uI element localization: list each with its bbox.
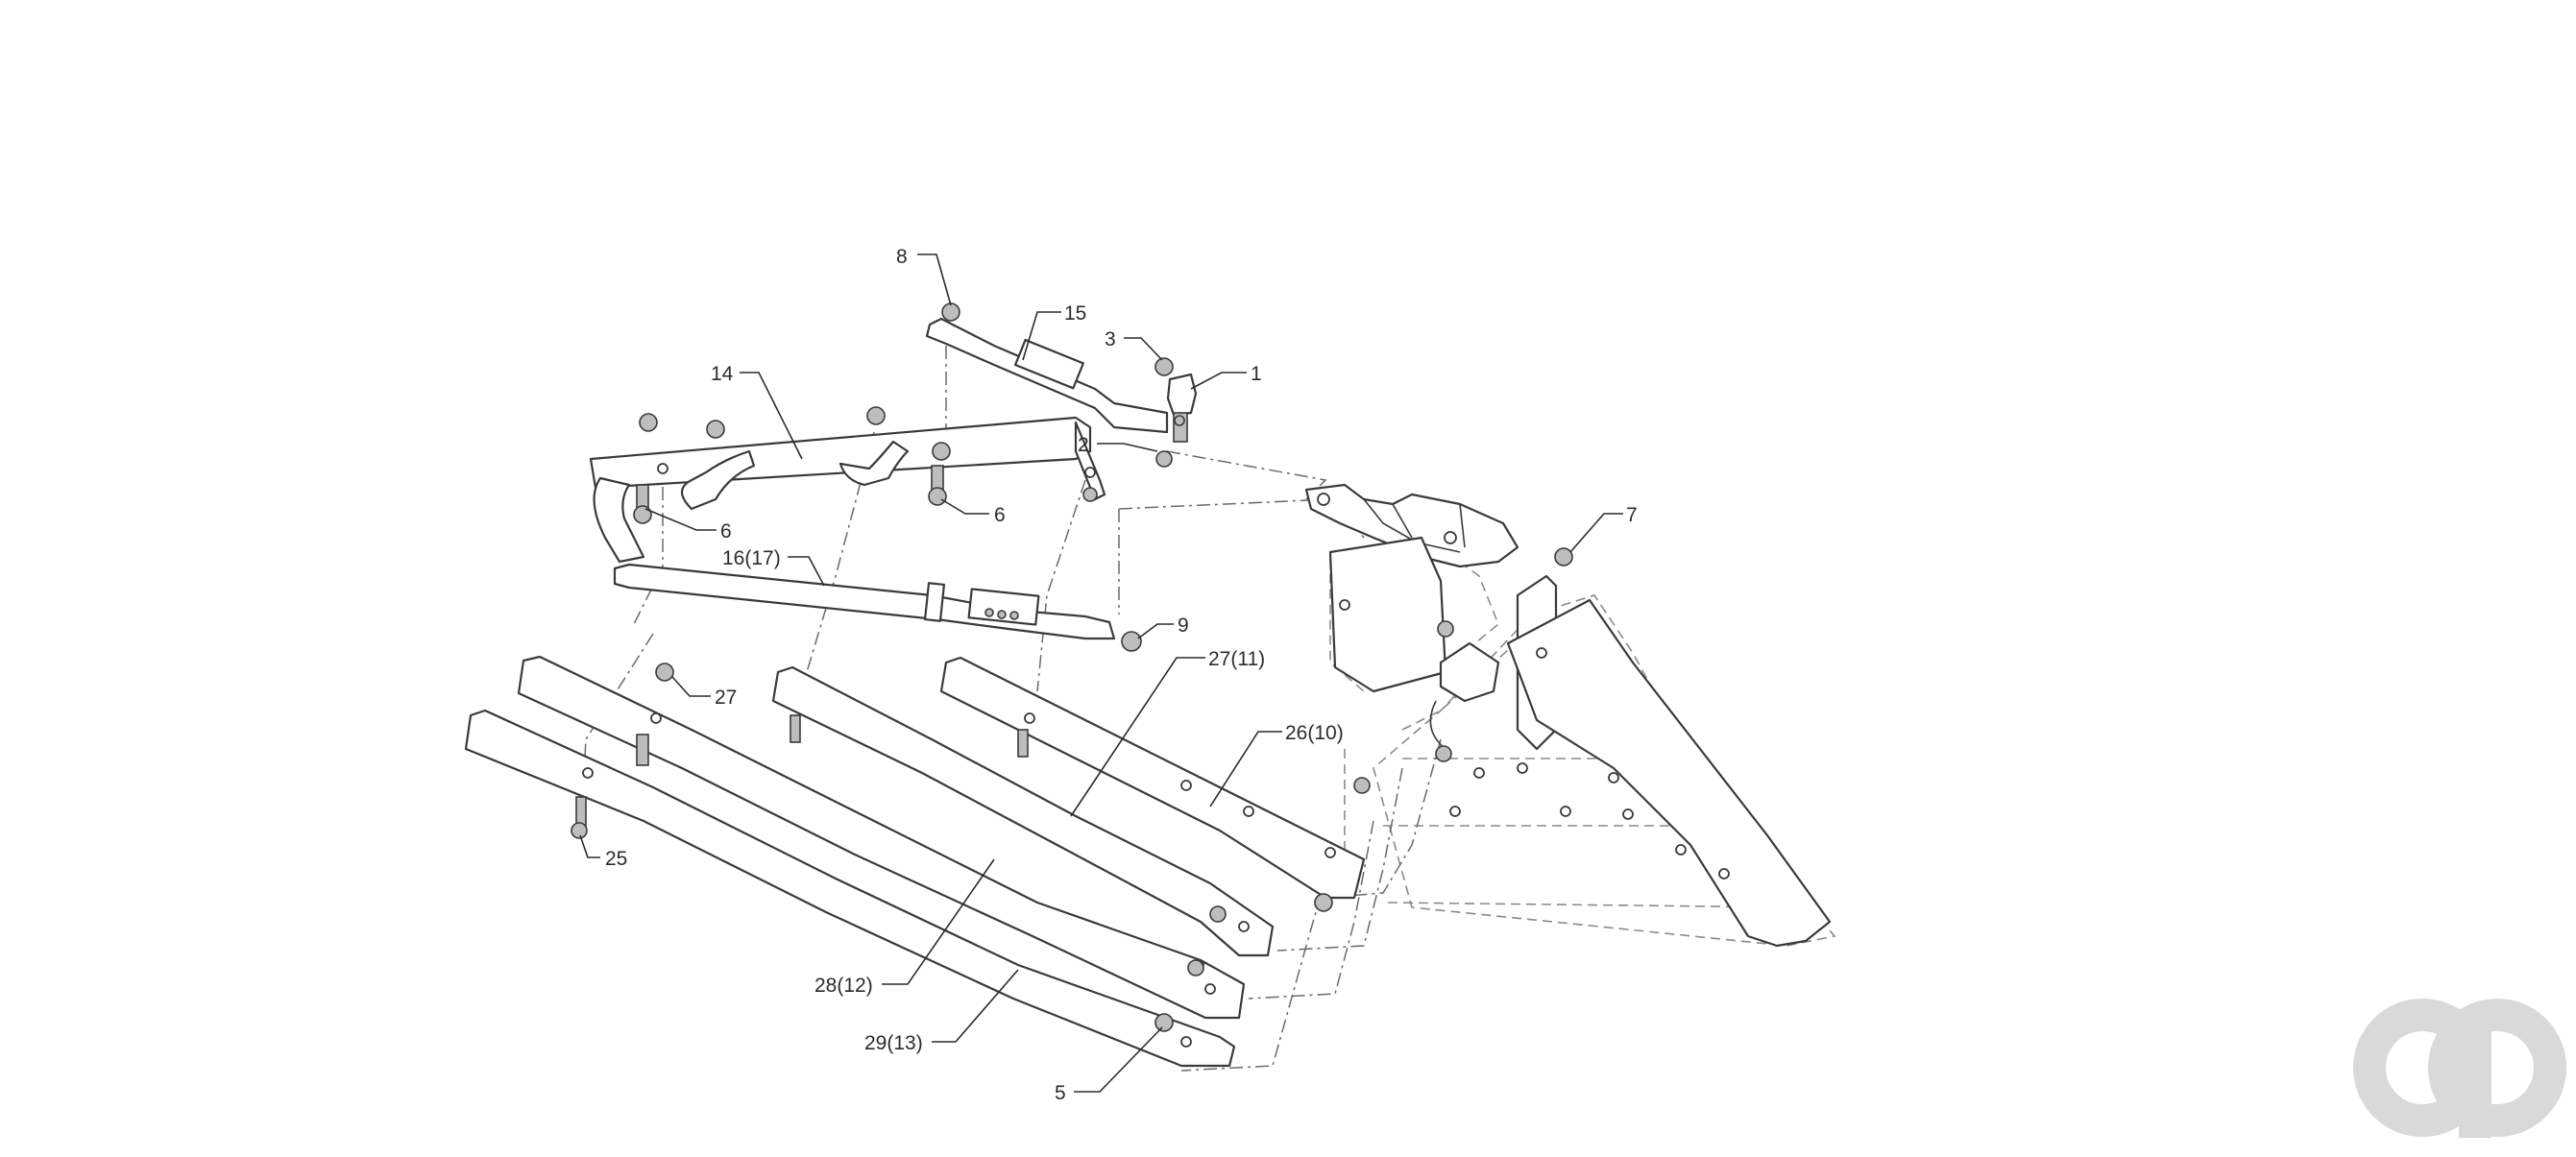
callout-29-13: 29(13) (864, 1032, 923, 1054)
callout-16-17: 16(17) (722, 547, 781, 569)
tension-rod-15 (925, 302, 1198, 468)
strip-28-12 (517, 655, 1246, 1020)
callout-15: 15 (1064, 302, 1086, 325)
callout-27-11: 27(11) (1208, 648, 1265, 670)
callout-6-left: 6 (720, 520, 732, 542)
strip-27-11 (771, 665, 1275, 957)
callout-3: 3 (1105, 328, 1116, 350)
rail-14 (589, 406, 1106, 564)
callout-5: 5 (1055, 1082, 1066, 1104)
callout-26-10: 26(10) (1285, 722, 1344, 744)
callout-labels: 8 15 3 1 14 2 6 6 7 16(17) 9 27(11) 27 2… (605, 246, 1638, 1104)
callout-6-right: 6 (994, 504, 1006, 526)
callout-2: 2 (1078, 434, 1089, 456)
callout-27: 27 (715, 687, 737, 709)
leader-lines (579, 253, 1623, 1093)
adjusting-rod-16 (613, 563, 1142, 652)
callout-28-12: 28(12) (814, 975, 873, 997)
callout-25: 25 (605, 848, 627, 870)
strip-29-13 (464, 709, 1236, 1068)
callout-8: 8 (896, 246, 908, 268)
callout-14: 14 (711, 363, 734, 385)
strip-26-10 (939, 656, 1366, 912)
watermark-logo (2353, 999, 2566, 1138)
callout-7: 7 (1626, 504, 1638, 526)
callout-9: 9 (1178, 615, 1189, 637)
callout-1: 1 (1251, 363, 1262, 385)
moldboard (1449, 598, 1832, 948)
